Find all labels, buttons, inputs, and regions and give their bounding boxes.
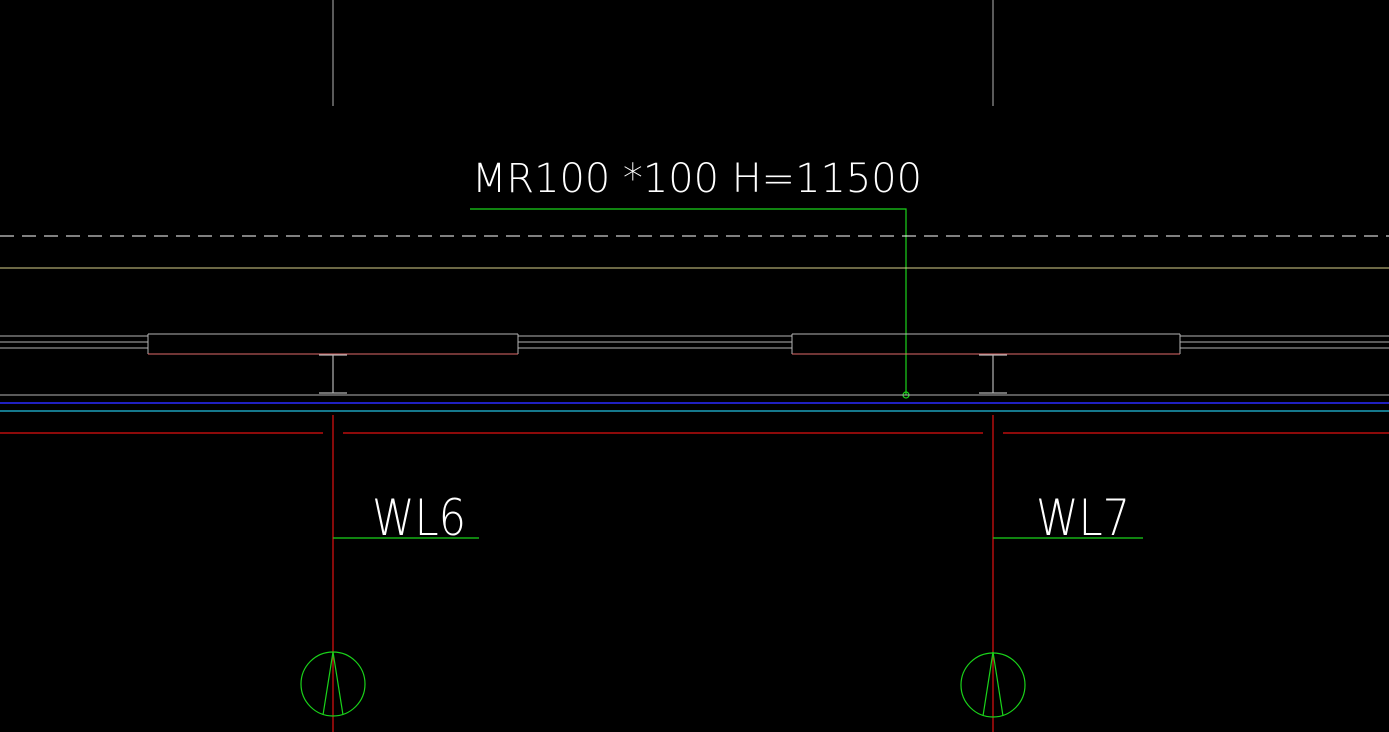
purlin-annotation-text: MR100 *100 H=11500 xyxy=(472,156,922,202)
wl7-label: WL7 xyxy=(1036,489,1130,547)
i-section-left xyxy=(319,354,347,394)
i-section-right xyxy=(979,354,1007,394)
roof-panel-lines xyxy=(0,335,1389,349)
downpipe-symbol-left xyxy=(300,651,366,717)
wl6-label: WL6 xyxy=(372,489,466,547)
downpipe-symbol-right xyxy=(960,651,1026,718)
beam-panel-boxes xyxy=(147,333,1181,355)
annotation-leader-line xyxy=(470,208,907,395)
